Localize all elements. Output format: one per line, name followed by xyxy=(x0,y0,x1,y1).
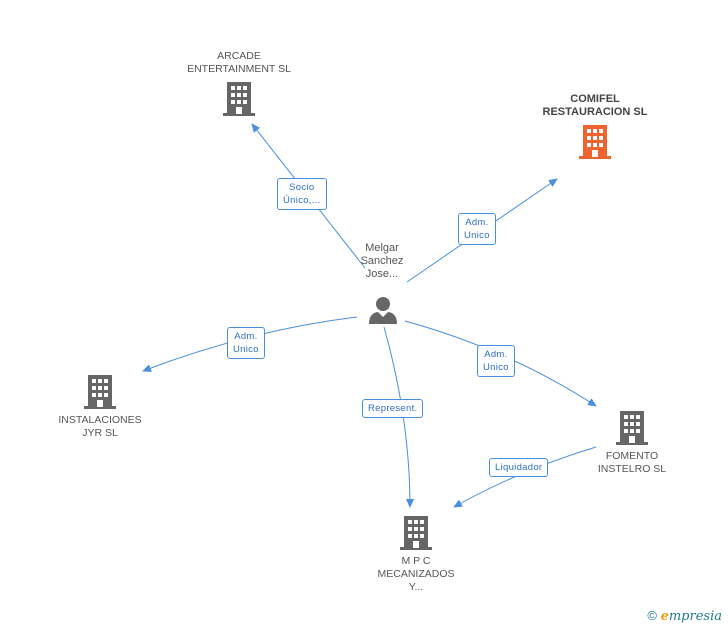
building-icon xyxy=(400,516,432,550)
edge-label-mpc[interactable]: Represent. xyxy=(362,399,424,418)
node-arcade[interactable]: ARCADE ENTERTAINMENT SL xyxy=(168,50,310,117)
brand-logo-text: mpresia xyxy=(668,609,722,624)
building-icon xyxy=(579,125,611,159)
building-icon xyxy=(223,82,255,116)
node-arcade-label: ARCADE ENTERTAINMENT SL xyxy=(187,50,291,75)
building-icon xyxy=(84,375,116,409)
brand-logo-initial: e xyxy=(660,609,669,624)
edge-label-liquidador[interactable]: Liquidador xyxy=(489,458,549,477)
node-fomento-label: FOMENTO INSTELRO SL xyxy=(597,450,667,475)
edge-label-comifel[interactable]: Adm. Unico xyxy=(458,213,496,245)
copyright-icon: © xyxy=(647,608,657,623)
edge-label-instalaciones[interactable]: Adm. Unico xyxy=(227,327,265,359)
person-icon[interactable] xyxy=(368,295,398,325)
node-comifel-label: COMIFEL RESTAURACION SL xyxy=(542,93,648,118)
node-fomento[interactable]: FOMENTO INSTELRO SL xyxy=(572,410,692,476)
edge-label-arcade[interactable]: Socio Único,... xyxy=(277,178,327,210)
brand-footer[interactable]: © empresia xyxy=(647,608,722,624)
center-person-label: Melgar Sanchez Jose... xyxy=(360,242,404,280)
node-mpc-label: M P C MECANIZADOS Y... xyxy=(377,555,455,593)
node-instalaciones-label: INSTALACIONES JYR SL xyxy=(58,414,142,439)
node-comifel[interactable]: COMIFEL RESTAURACION SL xyxy=(520,93,670,160)
building-icon xyxy=(616,411,648,445)
edge-label-fomento[interactable]: Adm. Unico xyxy=(477,345,515,377)
node-instalaciones[interactable]: INSTALACIONES JYR SL xyxy=(40,374,160,440)
node-mpc[interactable]: M P C MECANIZADOS Y... xyxy=(356,515,476,594)
edge-mpc xyxy=(383,326,414,508)
